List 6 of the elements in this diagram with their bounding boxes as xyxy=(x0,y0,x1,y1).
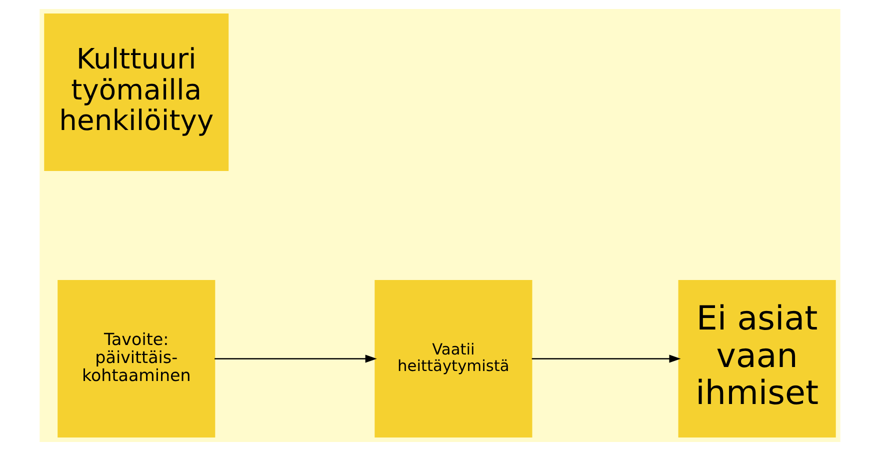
node-box: Kulttuuri työmailla henkilöityy xyxy=(44,12,229,171)
arrow xyxy=(214,354,377,362)
node-box: Vaatii heittäytymistä xyxy=(374,279,532,438)
arrow xyxy=(532,354,681,362)
node-box: Tavoite: päivittäis- kohtaaminen xyxy=(58,279,216,438)
node-box: Ei asiat vaan ihmiset xyxy=(678,279,836,438)
